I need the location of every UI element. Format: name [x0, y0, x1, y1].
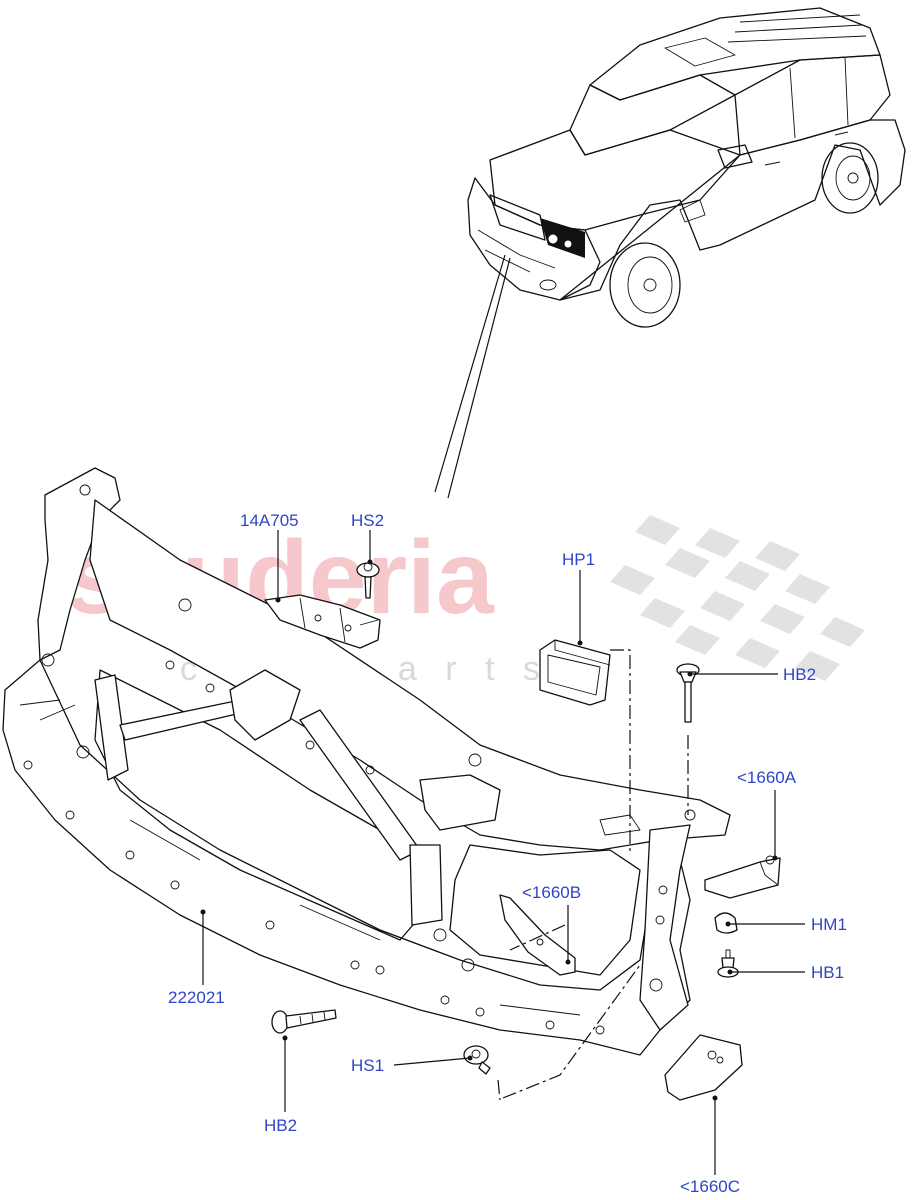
callout-labels: 14A705 HS2 HP1 HB2 <1660A <1660B HM1 HB1… [168, 511, 847, 1196]
part-hs2-screw [356, 562, 380, 599]
part-hb2-bottom-bolt [271, 1009, 337, 1034]
callout-hs2: HS2 [351, 511, 384, 530]
part-14a705-bracket [264, 594, 381, 649]
vehicle-illustration [467, 7, 906, 328]
callout-hb2-bottom: HB2 [264, 1116, 297, 1135]
part-hs1-screw [463, 1045, 491, 1075]
assembly-lines [497, 649, 689, 1101]
part-hp1-plug [539, 639, 611, 706]
callout-1660c: <1660C [680, 1177, 740, 1196]
callout-hs1: HS1 [351, 1056, 384, 1075]
callout-222021: 222021 [168, 988, 225, 1007]
radiator-support-frame [2, 467, 731, 1056]
leader-lines [200, 530, 805, 1175]
callout-hm1: HM1 [811, 915, 847, 934]
part-1660b-bracket [499, 894, 576, 976]
callout-hb1: HB1 [811, 963, 844, 982]
callout-1660a: <1660A [737, 768, 797, 787]
part-1660a-bracket [704, 855, 781, 899]
vehicle-pointer-lines [434, 254, 511, 499]
callout-14a705: 14A705 [240, 511, 299, 530]
watermark-checker-pattern [610, 515, 865, 681]
callout-hp1: HP1 [562, 550, 595, 569]
part-1660c-bracket [664, 1034, 743, 1101]
callout-hb2-right: HB2 [783, 665, 816, 684]
callout-1660b: <1660B [522, 883, 581, 902]
